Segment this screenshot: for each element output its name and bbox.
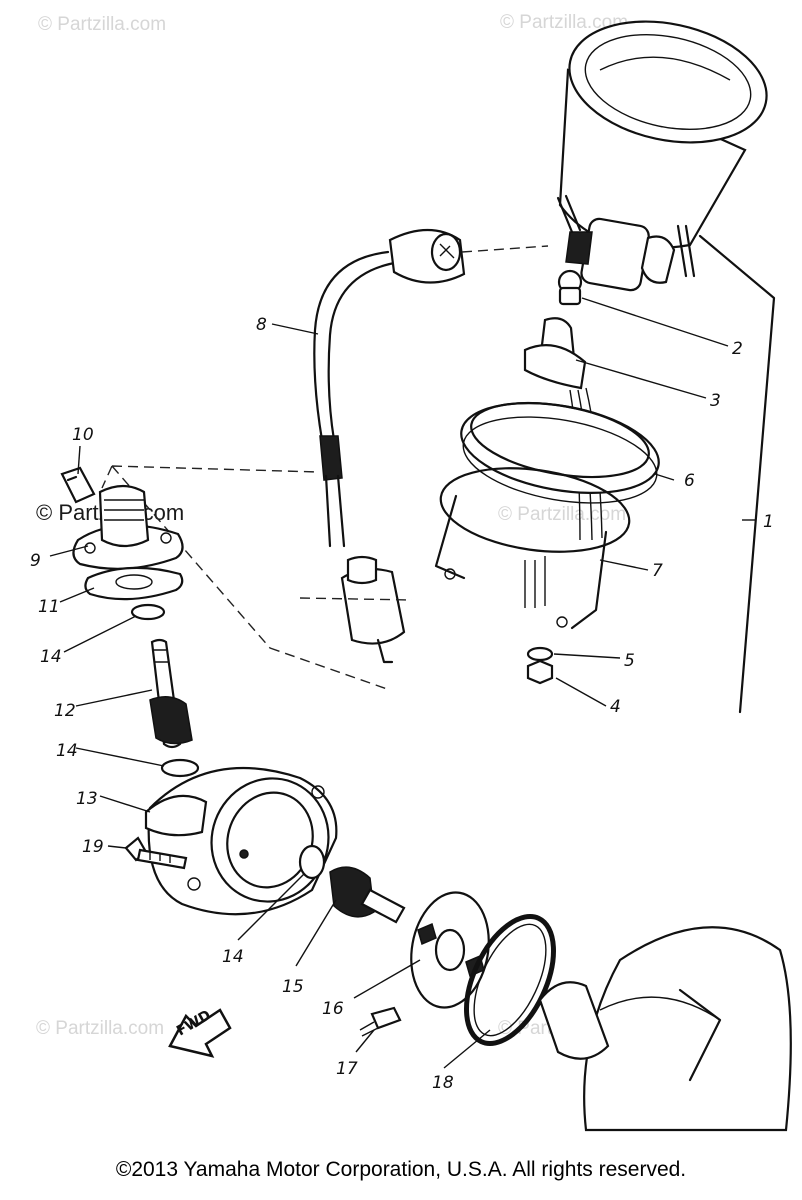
leader-lines [49,297,729,1069]
callout-12: 12 [54,701,76,721]
assembly-bracket-line [698,234,776,714]
callout-2: 2 [732,339,743,359]
nut [526,659,554,685]
bolt-10 [60,466,96,504]
callout-16: 16 [322,999,344,1019]
gear-housing [144,766,338,916]
callout-14a: 14 [40,647,62,667]
callout-15: 15 [282,977,304,997]
callout-8: 8 [256,315,267,335]
callout-9: 9 [30,551,41,571]
callout-11: 11 [38,597,60,617]
washer-14-lower [160,758,200,778]
bolt-19 [124,836,188,870]
forward-arrow: FWD [168,1007,232,1058]
callout-19: 19 [82,837,104,857]
copyright-notice: ©2013 Yamaha Motor Corporation, U.S.A. A… [115,1158,687,1181]
callout-14b: 14 [56,741,78,761]
callout-14c: 14 [222,947,244,967]
cable-connection-line [461,245,549,253]
callout-17: 17 [336,1059,358,1079]
washer [526,646,554,662]
meter-gear-housing [72,484,184,570]
screw-17 [359,1006,402,1037]
speedometer-assembly [556,20,768,292]
speedometer-cable [313,229,466,664]
assembly-outline [101,465,413,691]
callout-10: 10 [72,425,94,445]
bracket [434,467,631,630]
callout-7: 7 [652,561,663,581]
callout-1: 1 [763,512,774,532]
drive-gear-shaft [149,638,193,749]
callout-13: 13 [76,789,98,809]
callout-18: 18 [432,1073,454,1093]
wheel-hub [538,926,792,1132]
washer-14 [130,603,166,621]
callouts: 1 2 3 4 5 6 7 8 9 10 11 12 13 14 14 14 1… [30,315,774,1093]
damper-ring [460,401,660,504]
oil-seal [298,844,326,880]
watermark: © Partzilla.com [38,14,166,35]
bulb [557,269,583,306]
watermark: © Partzilla.com [500,12,628,33]
callout-5: 5 [624,651,635,671]
driven-gear [329,866,406,924]
callout-6: 6 [684,471,695,491]
watermark: © Partzilla.com [498,504,626,525]
callout-4: 4 [610,697,621,717]
watermark: © Partzilla.com [36,1018,164,1039]
callout-3: 3 [710,391,721,411]
gasket [84,566,184,601]
